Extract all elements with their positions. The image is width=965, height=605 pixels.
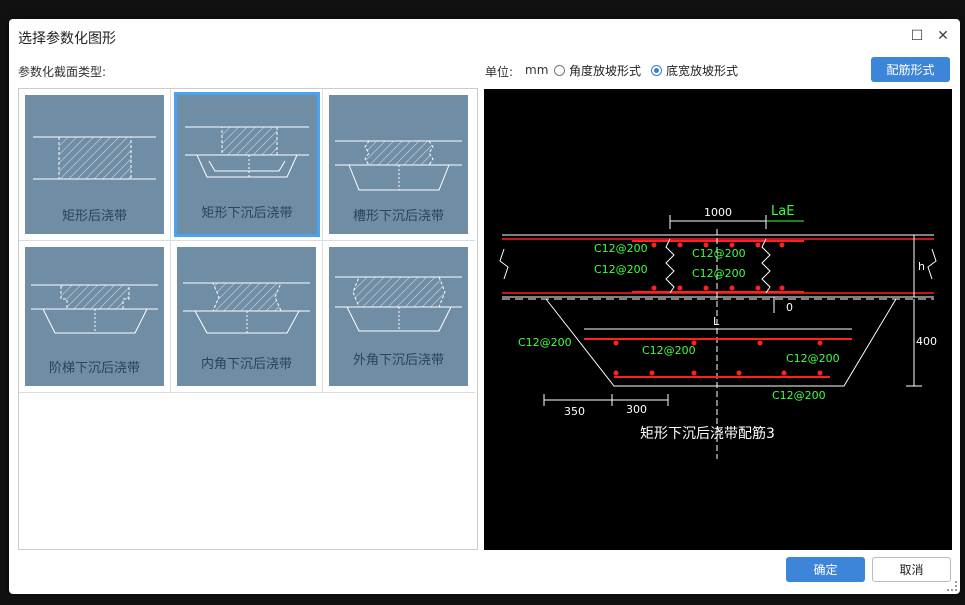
shape-label: 外角下沉后浇带 [352, 353, 444, 368]
rebar-form-button[interactable]: 配筋形式 [871, 57, 950, 82]
shape-preview: 外角下沉后浇带 [329, 247, 468, 386]
shape-tile-outer-angle-sunken[interactable]: 外角下沉后浇带 [323, 241, 475, 393]
dim-1000: 1000 [704, 206, 732, 219]
rebar-label: C12@200 [786, 352, 840, 365]
rebar-label: C12@200 [594, 242, 648, 255]
shape-label: 槽形下沉后浇带 [352, 209, 444, 224]
shape-label: 阶梯下沉后浇带 [48, 361, 140, 376]
rect-sunken-post-pour-icon [185, 126, 309, 178]
step-sunken-post-pour-icon [31, 284, 158, 334]
shape-preview: 阶梯下沉后浇带 [25, 247, 164, 386]
parametric-shape-dialog: 选择参数化图形 ☐ ✕ 参数化截面类型: 单位: mm 角度放坡形式 底宽放坡形… [9, 19, 960, 594]
rebar-label: C12@200 [692, 267, 746, 280]
rebar-label: C12@200 [772, 389, 826, 402]
shape-preview: 矩形下沉后浇带 [174, 92, 320, 237]
shape-tile-groove-sunken[interactable]: 槽形下沉后浇带 [323, 89, 475, 241]
unit-value: mm [525, 63, 549, 77]
cancel-button[interactable]: 取消 [872, 557, 951, 582]
rebar-label: C12@200 [692, 247, 746, 260]
dim-L: L [713, 315, 720, 328]
radio-angle-slope-label: 角度放坡形式 [569, 64, 642, 78]
shape-tile-step-sunken[interactable]: 阶梯下沉后浇带 [19, 241, 171, 393]
dim-300: 300 [626, 403, 647, 416]
groove-sunken-post-pour-icon [335, 140, 462, 191]
radio-angle-slope[interactable]: 角度放坡形式 [554, 62, 641, 79]
maximize-icon[interactable]: ☐ [910, 28, 924, 44]
shape-preview: 内角下沉后浇带 [177, 247, 316, 386]
resize-grip-icon[interactable] [947, 581, 957, 591]
inner-angle-sunken-post-pour-icon [183, 282, 310, 334]
unit-label: 单位: [485, 65, 514, 79]
shape-preview: 矩形后浇带 [25, 95, 164, 234]
preview-caption: 矩形下沉后浇带配筋3 [640, 425, 775, 442]
rebar-drawing: 1000 LaE L h 400 0 [499, 204, 937, 459]
rebar-label: C12@200 [594, 263, 648, 276]
dim-h: h [918, 260, 925, 273]
rebar-preview-canvas: 1000 LaE L h 400 0 [484, 89, 952, 550]
dim-350: 350 [564, 405, 585, 418]
shape-tile-inner-angle-sunken[interactable]: 内角下沉后浇带 [171, 241, 323, 393]
dialog-title: 选择参数化图形 [18, 31, 116, 47]
rebar-label: C12@200 [642, 344, 696, 357]
dim-LaE: LaE [771, 204, 794, 219]
shape-label: 内角下沉后浇带 [200, 357, 292, 372]
section-type-label: 参数化截面类型: [18, 65, 107, 79]
shape-grid: 矩形后浇带 矩形下沉后浇带 [18, 88, 478, 550]
radio-dot[interactable] [554, 65, 565, 76]
radio-dot-selected[interactable] [651, 65, 662, 76]
shape-label: 矩形后浇带 [61, 209, 127, 224]
rebar-label: C12@200 [518, 336, 572, 349]
shape-preview: 槽形下沉后浇带 [329, 95, 468, 234]
shape-tile-rect-sunken[interactable]: 矩形下沉后浇带 [171, 89, 323, 241]
radio-bottom-width-slope[interactable]: 底宽放坡形式 [651, 62, 738, 79]
shape-label: 矩形下沉后浇带 [201, 206, 293, 221]
radio-bottom-width-slope-label: 底宽放坡形式 [666, 64, 739, 78]
ok-button[interactable]: 确定 [786, 557, 865, 582]
outer-angle-sunken-post-pour-icon [335, 276, 462, 332]
close-icon[interactable]: ✕ [937, 28, 949, 44]
rect-post-pour-icon [33, 136, 156, 180]
dim-0: 0 [786, 301, 793, 314]
dim-400: 400 [916, 335, 937, 348]
shape-tile-rect[interactable]: 矩形后浇带 [19, 89, 171, 241]
